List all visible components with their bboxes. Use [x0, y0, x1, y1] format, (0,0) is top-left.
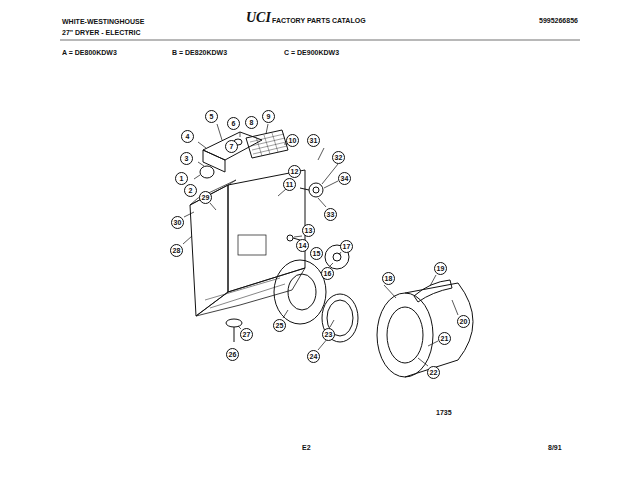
callout-number: 15	[310, 247, 323, 260]
callout-number: 25	[273, 319, 286, 332]
brand-logo: UCI	[246, 11, 271, 25]
header-text: 5995266856	[539, 16, 578, 25]
header-text: C = DE900KDW3	[284, 48, 339, 57]
callout-number: 28	[170, 244, 183, 257]
callout-number: 22	[427, 366, 440, 379]
callout-number: 26	[226, 348, 239, 361]
header-text: E2	[302, 443, 311, 452]
callout-number: 8	[245, 116, 258, 129]
header-text: B = DE820KDW3	[172, 48, 227, 57]
callout-number: 10	[286, 134, 299, 147]
callout-number: 21	[438, 332, 451, 345]
header-text: A = DE800KDW3	[62, 48, 117, 57]
callout-number: 31	[307, 134, 320, 147]
callout-number: 29	[199, 191, 212, 204]
callout-number: 24	[307, 350, 320, 363]
callout-number: 13	[302, 224, 315, 237]
callout-number: 12	[288, 165, 301, 178]
callout-number: 32	[332, 151, 345, 164]
callout-number: 16	[321, 267, 334, 280]
callout-number: 9	[262, 110, 275, 123]
header-text: 27" DRYER - ELECTRIC	[62, 28, 141, 37]
header-text: 1735	[436, 408, 452, 417]
callout-number: 11	[283, 178, 296, 191]
callout-number: 4	[181, 130, 194, 143]
callout-number: 34	[338, 172, 351, 185]
callout-number: 5	[205, 110, 218, 123]
header-text: 8/91	[548, 443, 562, 452]
callout-number: 7	[225, 140, 238, 153]
callout-number: 30	[171, 216, 184, 229]
callout-number: 19	[434, 262, 447, 275]
callout-number: 33	[324, 208, 337, 221]
header-text: WHITE-WESTINGHOUSE	[62, 17, 144, 26]
callout-number: 3	[180, 152, 193, 165]
callout-number: 27	[240, 328, 253, 341]
callout-number: 14	[296, 239, 309, 252]
callout-number: 2	[184, 184, 197, 197]
callout-number: 23	[322, 328, 335, 341]
callout-number: 1	[175, 172, 188, 185]
header-text: FACTORY PARTS CATALOG	[272, 16, 366, 25]
callout-number: 20	[457, 315, 470, 328]
callout-number: 6	[227, 117, 240, 130]
callout-number: 17	[340, 240, 353, 253]
callout-number: 18	[382, 272, 395, 285]
